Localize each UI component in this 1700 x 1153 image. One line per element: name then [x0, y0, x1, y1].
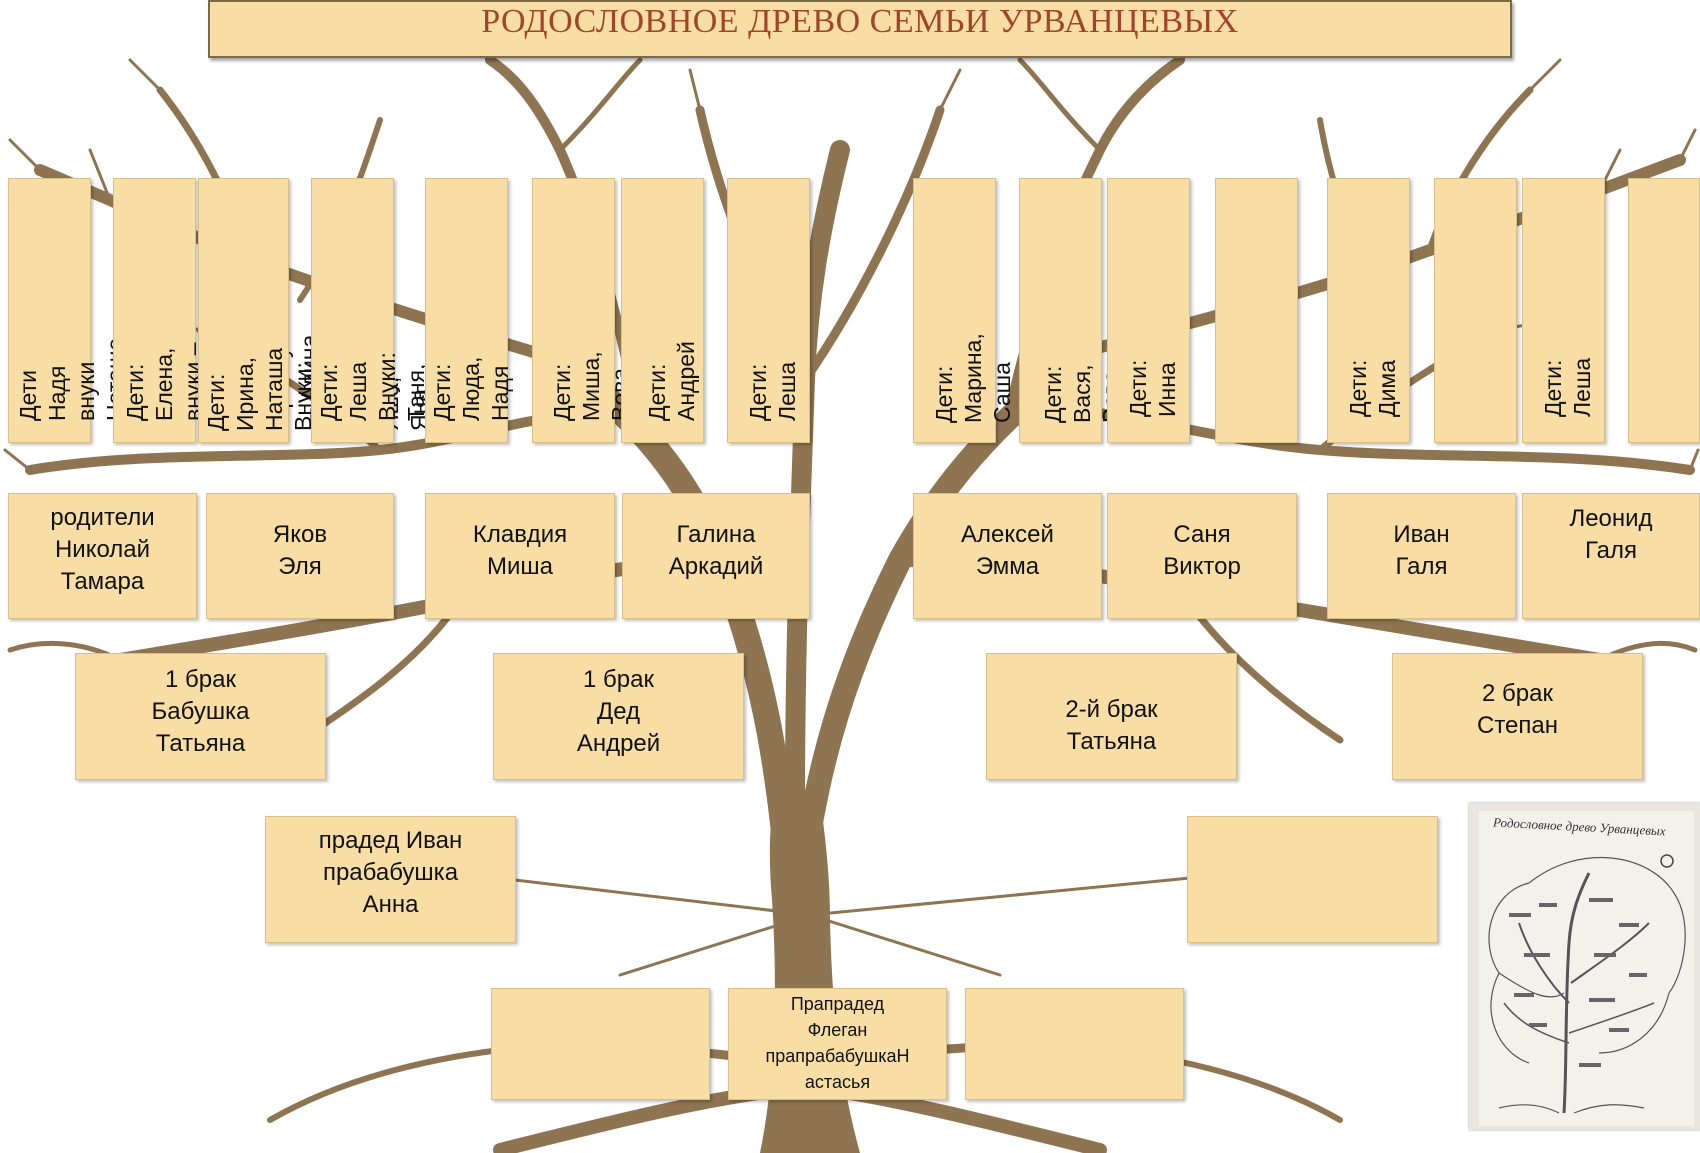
- couple-text: Алексей Эмма: [961, 521, 1054, 580]
- children-box-12: [1215, 178, 1298, 443]
- children-text: Дети: Дима: [1345, 359, 1400, 417]
- children-text: Дети: Андрей: [644, 341, 699, 421]
- children-box-9: Дети: Марина, Саша: [913, 178, 1015, 443]
- children-box-8: Дети: Леша: [727, 178, 810, 443]
- couple-box-5: Алексей Эмма: [913, 493, 1102, 619]
- marriage-text: 2-й брак Татьяна: [1065, 696, 1158, 755]
- children-box-7: Дети: Андрей: [621, 178, 704, 443]
- marriage-box-4: 2 брак Степан: [1392, 653, 1643, 780]
- children-box-1: Дети Надя внуки Наташа, правнук Егор: [8, 178, 186, 443]
- marriage-box-2: 1 брак Дед Андрей: [493, 653, 744, 780]
- children-box-15: Дети: Леша: [1522, 178, 1605, 443]
- couple-text: Клавдия Миша: [472, 521, 568, 580]
- root-box-2: Прапрадед Флеган прапрабабушкаН астасья: [728, 988, 947, 1100]
- root-text: Прапрадед Флеган прапрабабушкаН астасья: [765, 994, 910, 1092]
- great-grandparents-text: прадед Иван прабабушка Анна: [318, 827, 463, 918]
- marriage-text: 1 брак Дед Андрей: [576, 666, 661, 757]
- great-grandparents-box-empty: [1187, 816, 1438, 943]
- family-tree-sketch: [1469, 803, 1700, 1130]
- couple-text: Иван Галя: [1393, 521, 1450, 580]
- children-text: Дети: Леша: [745, 361, 800, 421]
- children-box-16: [1628, 178, 1700, 443]
- root-box-1: [491, 988, 710, 1100]
- marriage-box-3: 2-й брак Татьяна: [986, 653, 1237, 780]
- children-box-13: Дети: Дима: [1327, 178, 1410, 443]
- couple-box-2: Яков Эля: [206, 493, 394, 619]
- marriage-box-1: 1 брак Бабушка Татьяна: [75, 653, 326, 780]
- marriage-text: 2 брак Степан: [1477, 680, 1558, 739]
- children-text: Дети: Марина, Саша: [931, 333, 1015, 423]
- page-title: РОДОСЛОВНОЕ ДРЕВО СЕМЬИ УРВАНЦЕВЫХ: [481, 3, 1239, 40]
- couple-text: Яков Эля: [272, 521, 328, 580]
- couple-box-4: Галина Аркадий: [622, 493, 810, 619]
- children-box-11: Дети: Инна: [1107, 178, 1190, 443]
- couple-text: Галина Аркадий: [668, 521, 764, 580]
- couple-box-1: родители Николай Тамара: [8, 493, 197, 619]
- children-box-6: Дети: Миша, Вова, Андрей: [532, 178, 662, 443]
- children-box-2: Дети: Елена, внуки – Антон и Тамара, пра…: [113, 178, 351, 443]
- family-tree-photo: Родословное древо Урванцевых: [1469, 803, 1700, 1130]
- title-banner: РОДОСЛОВНОЕ ДРЕВО СЕМЬИ УРВАНЦЕВЫХ: [208, 0, 1512, 58]
- children-text: Дети: Леша: [1540, 357, 1595, 417]
- children-text: Дети: Люда, Надя: [429, 356, 513, 421]
- children-box-4: Дети: Леша Внуки: Таня, Соня: [311, 178, 458, 443]
- children-box-3: Дети: Ирина, Наташа Внуки: Дима, Катя, Я…: [198, 178, 432, 443]
- children-box-5: Дети: Люда, Надя: [425, 178, 513, 443]
- couple-text: Саня Виктор: [1163, 521, 1241, 580]
- couple-box-8: Леонид Галя: [1522, 493, 1700, 619]
- marriage-text: 1 брак Бабушка Татьяна: [151, 666, 250, 757]
- couple-box-7: Иван Галя: [1327, 493, 1516, 619]
- couple-box-3: Клавдия Миша: [425, 493, 615, 619]
- children-text: Дети: Инна: [1125, 359, 1180, 417]
- children-box-10: Дети: Вася, Вова, Таня: [1019, 178, 1153, 443]
- couple-box-6: Саня Виктор: [1107, 493, 1297, 619]
- children-box-14: [1434, 178, 1517, 443]
- couple-text: родители Николай Тамара: [50, 504, 155, 595]
- root-box-3: [965, 988, 1184, 1100]
- couple-text: Леонид Галя: [1569, 505, 1653, 564]
- great-grandparents-box: прадед Иван прабабушка Анна: [265, 816, 516, 943]
